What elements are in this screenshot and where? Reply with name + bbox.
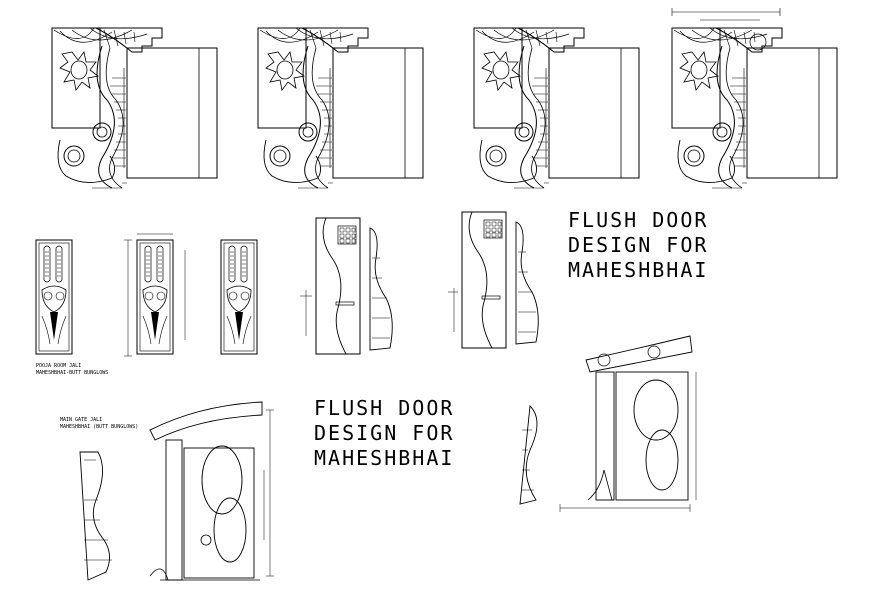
title-secondary: FLUSH DOOR DESIGN FOR MAHESHBHAI <box>314 396 454 471</box>
main-gate-note: MAIN GATE JALI MAHESHBHAI (BUTT BUNGLOWS… <box>60 417 138 431</box>
main-gate-note-line-1: MAIN GATE JALI <box>60 417 103 423</box>
pooja-note: POOJA ROOM JALI MAHESHBHAI-BUTT BUNGLOWS <box>36 363 108 377</box>
pooja-note-line-1: POOJA ROOM JALI <box>36 363 82 369</box>
title-secondary-line-1: FLUSH DOOR <box>314 396 455 420</box>
main-gate-note-line-2: MAHESHBHAI (BUTT BUNGLOWS) <box>60 424 139 430</box>
title-primary-line-1: FLUSH DOOR <box>568 208 709 232</box>
title-secondary-line-2: DESIGN FOR <box>314 421 455 445</box>
pooja-note-line-2: MAHESHBHAI-BUTT BUNGLOWS <box>36 370 109 376</box>
title-primary: FLUSH DOOR DESIGN FOR MAHESHBHAI <box>568 208 708 283</box>
title-primary-line-2: DESIGN FOR <box>568 233 709 257</box>
title-primary-line-3: MAHESHBHAI <box>568 258 709 282</box>
title-secondary-line-3: MAHESHBHAI <box>314 446 455 470</box>
